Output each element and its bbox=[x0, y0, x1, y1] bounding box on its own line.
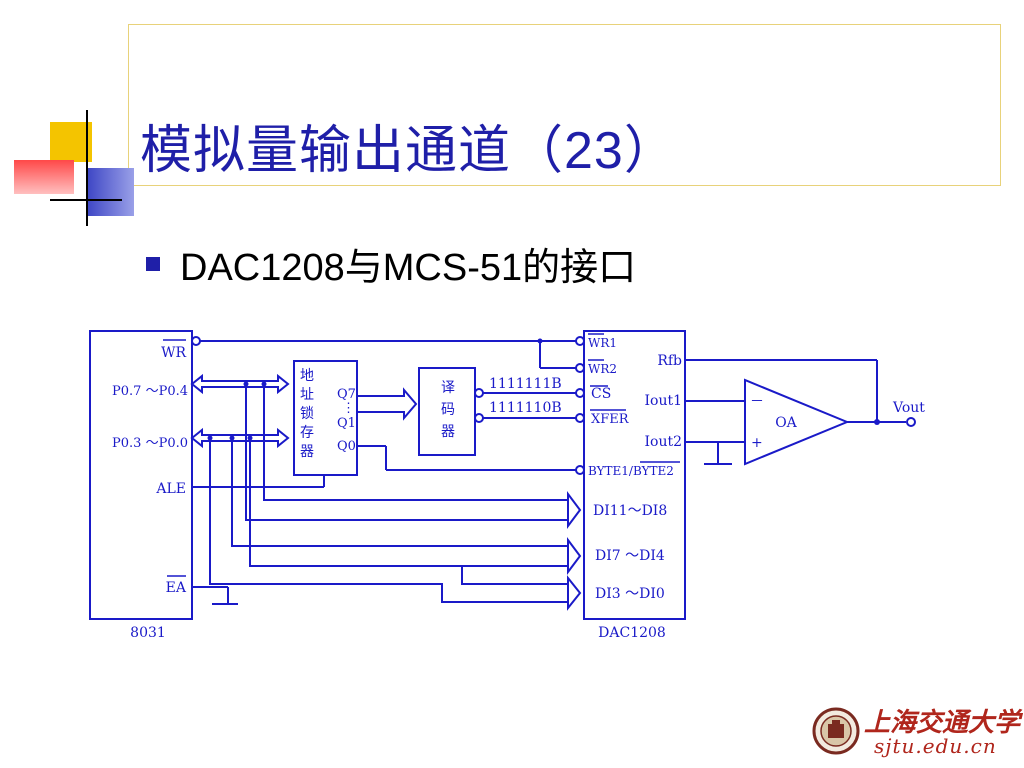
mcu-pin-p07-p04: P0.7 ～P0.4 bbox=[112, 384, 188, 399]
dac-pin-cs: CS bbox=[591, 386, 611, 402]
decoder-out-2: 1111110B bbox=[489, 400, 562, 416]
opamp-label: OA bbox=[775, 415, 797, 431]
dac-pin-iout1: Iout1 bbox=[644, 393, 682, 409]
dac1208-box bbox=[583, 330, 686, 620]
dac-pin-di11-di8: DI11～DI8 bbox=[593, 503, 667, 519]
latch-q7: Q7 bbox=[337, 387, 356, 402]
dac-name: DAC1208 bbox=[598, 625, 666, 641]
latch-char-5: 器 bbox=[300, 444, 314, 460]
decoder-char-2: 码 bbox=[441, 402, 455, 418]
latch-char-2: 址 bbox=[300, 387, 314, 403]
mcu-pin-p03-p00: P0.3 ～P0.0 bbox=[112, 436, 188, 451]
corner-decoration bbox=[0, 0, 140, 230]
bullet-marker bbox=[146, 257, 160, 271]
latch-q0: Q0 bbox=[337, 439, 356, 454]
latch-char-3: 锁 bbox=[300, 406, 314, 422]
dac-pin-xfer: XFER bbox=[591, 412, 630, 427]
latch-q1: Q1 bbox=[337, 416, 356, 431]
mcu-8031-box bbox=[89, 330, 193, 620]
latch-dots: ⋮ bbox=[342, 401, 355, 416]
dac-pin-byte: BYTE1/BYTE2 bbox=[588, 464, 674, 478]
decoder-char-1: 译 bbox=[441, 380, 455, 396]
title-frame bbox=[128, 24, 1001, 186]
slide-title: 模拟量输出通道（23） bbox=[140, 122, 677, 180]
opamp-output: Vout bbox=[892, 400, 925, 416]
latch-char-1: 地 bbox=[300, 368, 314, 384]
latch-char-4: 存 bbox=[300, 425, 314, 441]
address-latch-box bbox=[293, 360, 358, 476]
bullet-text: DAC1208与MCS-51的接口 bbox=[180, 247, 637, 289]
university-logo: 上海交通大学 sjtu.edu.cn bbox=[808, 700, 1021, 762]
opamp-triangle bbox=[744, 378, 850, 466]
mcu-pin-ale: ALE bbox=[155, 481, 186, 497]
mcu-pin-wr: WR bbox=[161, 345, 186, 361]
logo-name: 上海交通大学 bbox=[864, 708, 1021, 738]
opamp-plus: + bbox=[751, 435, 763, 451]
dac-pin-di7-di4: DI7 ～DI4 bbox=[595, 548, 665, 564]
dac-pin-wr2: WR2 bbox=[588, 362, 617, 376]
dac-pin-wr1: WR1 bbox=[588, 336, 617, 350]
logo-url: sjtu.edu.cn bbox=[874, 734, 997, 758]
mcu-pin-ea: EA bbox=[166, 580, 187, 596]
dac-pin-iout2: Iout2 bbox=[644, 434, 682, 450]
mcu-name: 8031 bbox=[130, 625, 166, 641]
opamp-minus: － bbox=[750, 394, 764, 410]
decoder-out-1: 1111111B bbox=[489, 376, 562, 392]
dac-pin-di3-di0: DI3 ～DI0 bbox=[595, 586, 665, 602]
logo-emblem-icon bbox=[812, 707, 860, 755]
decoder-char-3: 器 bbox=[441, 424, 455, 440]
decoder-box bbox=[418, 367, 476, 456]
dac-pin-rfb: Rfb bbox=[657, 353, 682, 369]
